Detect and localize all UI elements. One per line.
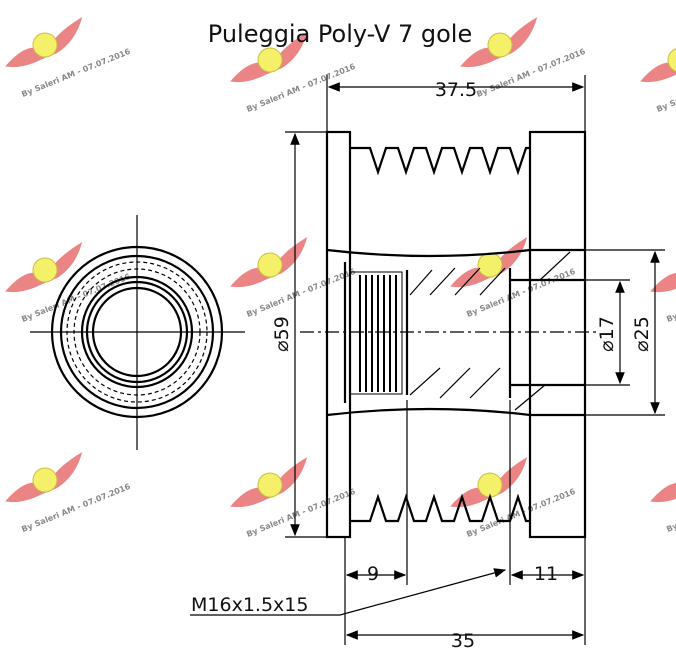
dim-thread: M16x1.5x15 xyxy=(191,594,308,616)
watermark-logo: By Saleri AM - 07.07.2016 xyxy=(650,242,676,324)
dimension-lines xyxy=(190,75,665,645)
watermark-logo: By Saleri AM - 07.07.2016 xyxy=(230,237,357,319)
dim-right-depth: 11 xyxy=(534,563,558,585)
drawing-title: Puleggia Poly-V 7 gole xyxy=(208,20,472,48)
watermark-logo: By Saleri AM - 07.07.2016 xyxy=(230,457,357,539)
watermark-logo: By Saleri AM - 07.07.2016 xyxy=(5,17,132,99)
front-view xyxy=(30,215,245,450)
dim-left-depth: 9 xyxy=(367,563,379,585)
watermark-logo: By Saleri AM - 07.07.2016 xyxy=(5,242,132,324)
dim-body-length: 35 xyxy=(451,630,475,652)
watermark-logo: By Saleri AM - 07.07.2016 xyxy=(5,452,132,534)
dim-overall-length: 37.5 xyxy=(435,79,477,101)
dim-bore-17: ⌀17 xyxy=(596,316,618,352)
watermark-logo: By Saleri AM - 07.07.2016 xyxy=(650,452,676,534)
dim-outer-diameter: ⌀59 xyxy=(271,316,293,352)
dim-bore-25: ⌀25 xyxy=(631,316,653,352)
watermark-logo: By Saleri AM - 07.07.2016 xyxy=(640,32,676,114)
watermark-layer: By Saleri AM - 07.07.2016 By Saleri AM -… xyxy=(5,17,676,539)
side-view xyxy=(300,130,600,539)
